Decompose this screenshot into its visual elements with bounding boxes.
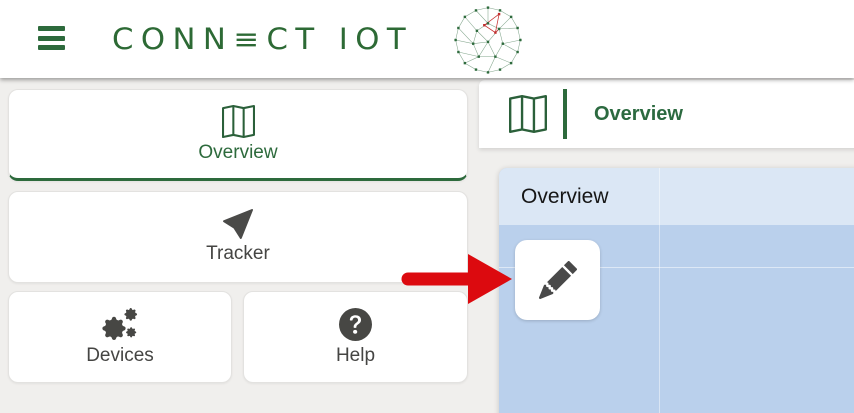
sidebar-item-label: Help xyxy=(335,344,376,366)
breadcrumb-title: Overview xyxy=(594,102,683,125)
network-globe-logo-icon xyxy=(454,6,522,74)
sidebar-item-label: Overview xyxy=(198,141,278,163)
question-mark-icon xyxy=(339,307,372,341)
sidebar-item-overview[interactable]: Overview xyxy=(8,89,468,181)
brand-logo-text: CONN≡CT IOT xyxy=(112,22,414,56)
edit-button[interactable] xyxy=(515,240,600,320)
sidebar-item-label: Devices xyxy=(86,344,154,366)
panel-header: Overview xyxy=(499,168,854,225)
sidebar-item-tracker[interactable]: Tracker xyxy=(8,191,468,283)
breadcrumb-bar: Overview xyxy=(479,80,854,148)
hamburger-icon xyxy=(38,26,65,50)
breadcrumb-divider xyxy=(563,89,567,139)
grid-line-horizontal xyxy=(499,267,854,268)
map-icon xyxy=(221,104,255,138)
annotation-arrow-icon xyxy=(401,254,512,304)
map-icon xyxy=(509,95,547,133)
sidebar-item-help[interactable]: Help xyxy=(243,291,468,383)
panel-title: Overview xyxy=(521,184,609,208)
overview-panel: Overview xyxy=(499,168,854,413)
sidebar-item-label: Tracker xyxy=(206,243,270,264)
grid-line-vertical xyxy=(659,168,660,413)
app-header: CONN≡CT IOT xyxy=(0,0,854,78)
sidebar-item-devices[interactable]: Devices xyxy=(8,291,232,383)
pencil-icon xyxy=(538,261,577,299)
menu-button[interactable] xyxy=(38,26,65,50)
gears-icon xyxy=(102,307,138,340)
navigation-arrow-icon xyxy=(223,209,253,239)
